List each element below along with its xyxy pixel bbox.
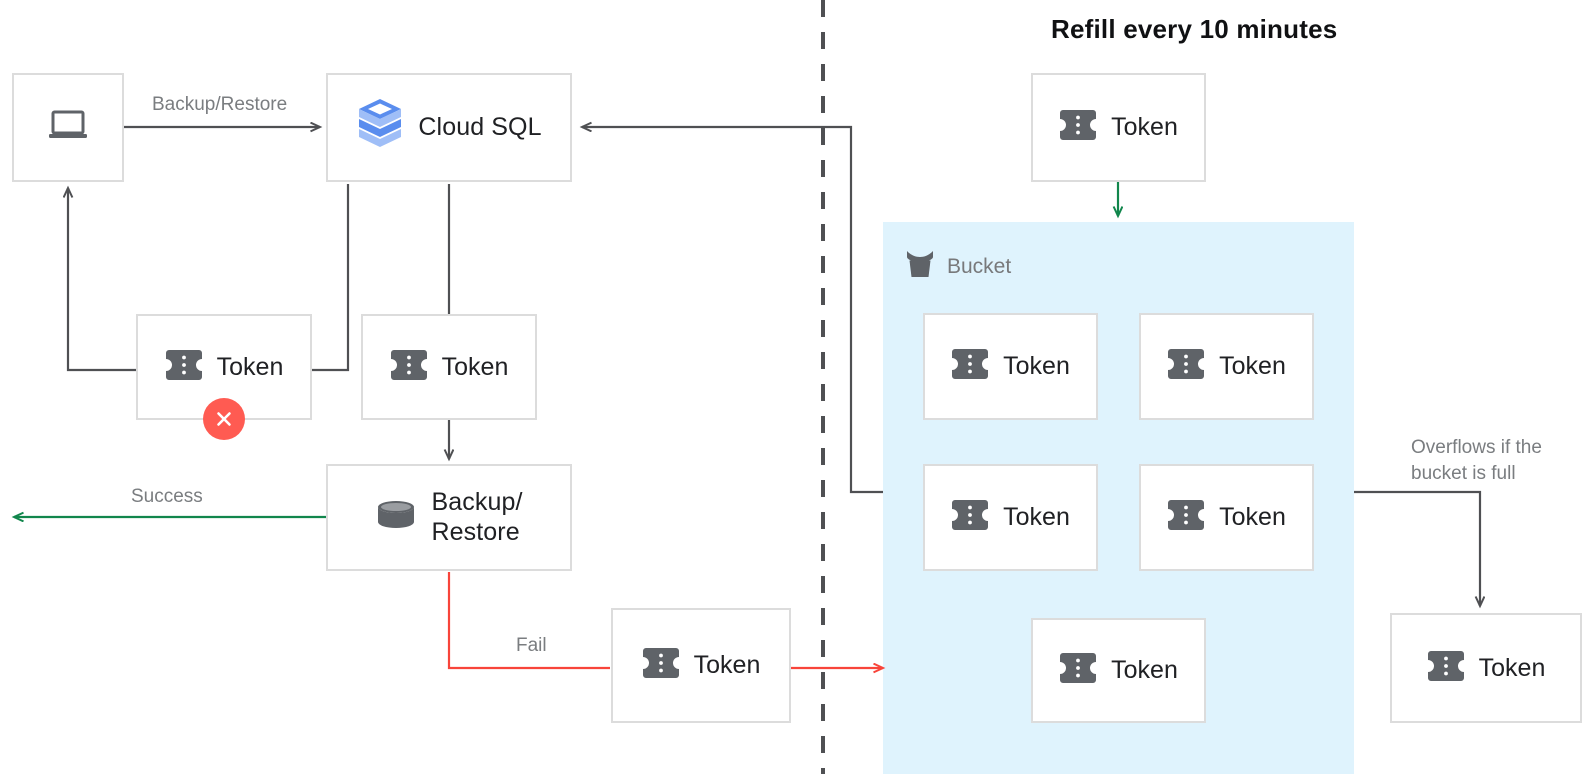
bucket-token-label: Token	[1003, 503, 1070, 531]
bucket-token[interactable]: Token	[1031, 618, 1206, 723]
node-token-fail-out[interactable]: Token	[611, 608, 791, 723]
node-backup-restore-label: Backup/ Restore	[431, 488, 523, 546]
node-cloud-sql-label: Cloud SQL	[418, 112, 542, 141]
bucket-token[interactable]: Token	[923, 464, 1098, 571]
node-token-overflow-label: Token	[1478, 653, 1546, 682]
bucket-tag: Bucket	[903, 248, 1011, 285]
wire-bucket-overflow	[1354, 490, 1480, 606]
token-icon	[1427, 650, 1465, 687]
token-icon	[951, 348, 989, 385]
bucket-token[interactable]: Token	[923, 313, 1098, 420]
close-icon	[217, 412, 231, 426]
token-icon	[1167, 348, 1205, 385]
bucket-icon	[903, 248, 937, 285]
node-token-refill-label: Token	[1111, 113, 1178, 141]
cloud-sql-icon	[356, 97, 404, 158]
bucket-token-label: Token	[1111, 656, 1178, 684]
database-icon	[375, 498, 417, 537]
token-icon	[951, 499, 989, 536]
node-token-refill[interactable]: Token	[1031, 73, 1206, 182]
token-icon	[165, 349, 203, 386]
token-icon	[642, 647, 680, 684]
node-token-consumed[interactable]: Token	[361, 314, 537, 420]
wire-bucket-to-cloudsql	[582, 127, 883, 494]
node-token-failed[interactable]: Token	[136, 314, 312, 420]
bucket-token-label: Token	[1219, 352, 1286, 380]
laptop-icon	[48, 108, 88, 147]
node-token-fail-out-label: Token	[693, 651, 761, 679]
node-token-overflow[interactable]: Token	[1390, 613, 1582, 723]
bucket-label: Bucket	[947, 254, 1012, 278]
bucket-token[interactable]: Token	[1139, 313, 1314, 420]
error-badge	[203, 398, 245, 440]
edge-label-backup-restore: Backup/Restore	[152, 94, 288, 115]
node-token-consumed-label: Token	[441, 352, 509, 381]
token-icon	[1059, 652, 1097, 689]
token-icon	[1059, 109, 1097, 146]
edge-label-success: Success	[131, 486, 203, 507]
bucket-token[interactable]: Token	[1139, 464, 1314, 571]
node-cloud-sql[interactable]: Cloud SQL	[326, 73, 572, 182]
node-client[interactable]	[12, 73, 124, 182]
node-backup-restore[interactable]: Backup/ Restore	[326, 464, 572, 571]
edge-label-fail: Fail	[516, 635, 547, 656]
page-title: Refill every 10 minutes	[1051, 14, 1338, 44]
bucket-token-label: Token	[1219, 503, 1286, 531]
token-icon	[1167, 499, 1205, 536]
token-icon	[390, 349, 428, 386]
node-token-failed-label: Token	[216, 352, 284, 381]
bucket-token-label: Token	[1003, 352, 1070, 380]
edge-label-overflow: Overflows if the bucket is full	[1411, 437, 1542, 484]
